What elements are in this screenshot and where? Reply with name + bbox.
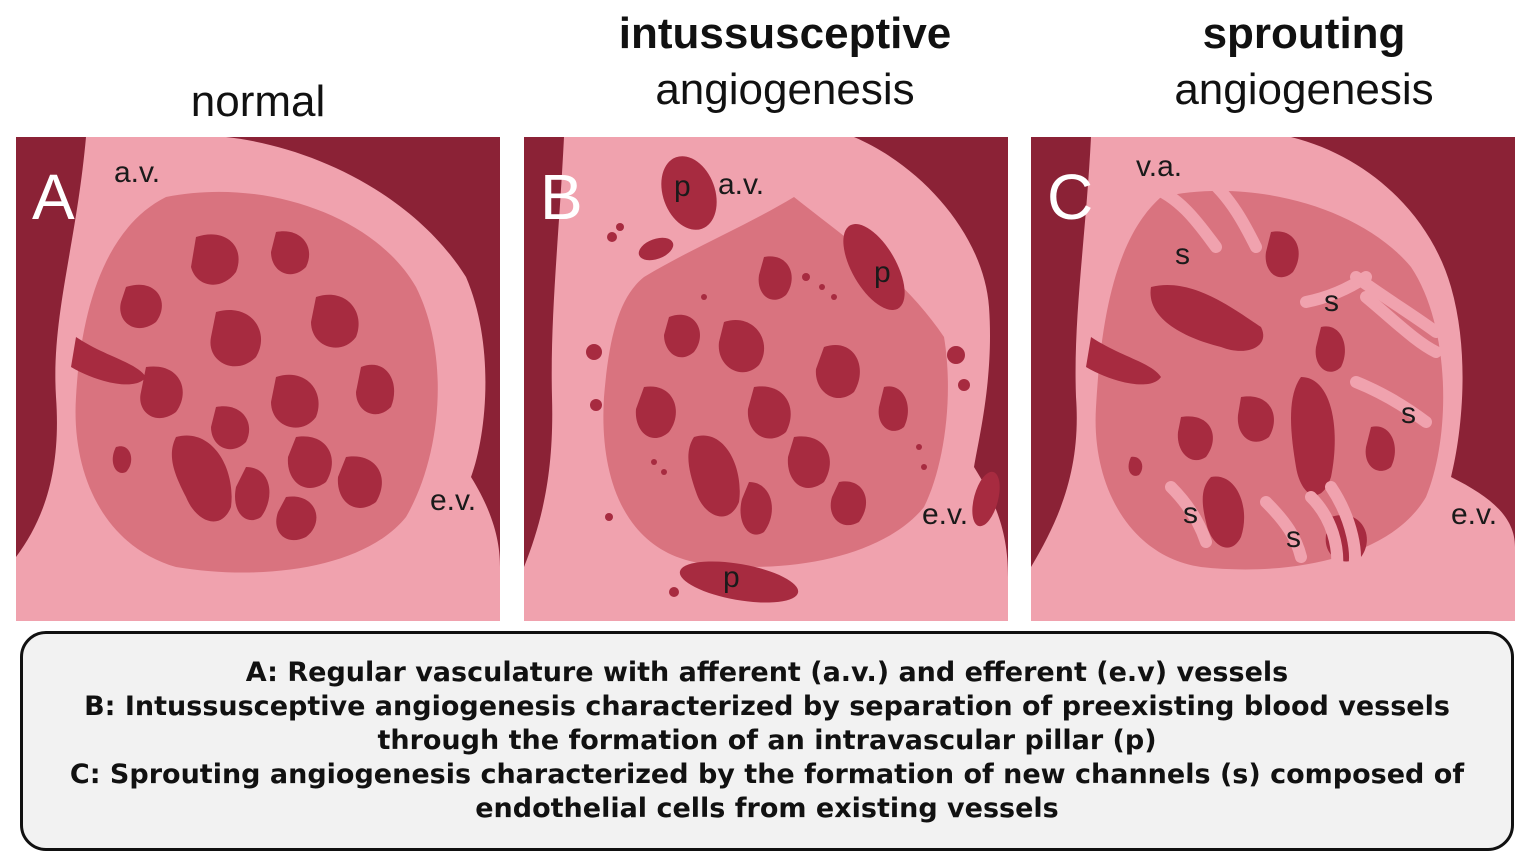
caption-line-c: C: Sprouting angiogenesis characterized …	[70, 758, 1464, 792]
label-sprout: s	[1324, 287, 1339, 317]
panel-sprouting: C v.a. e.v. s s s s s	[1031, 137, 1515, 621]
panel-normal: A a.v. e.v.	[16, 137, 500, 621]
heading-intussusceptive: intussusceptive angiogenesis	[535, 8, 1035, 120]
label-afferent-vessel: v.a.	[1136, 152, 1182, 182]
panel-letter-a: A	[32, 165, 75, 229]
caption-line-c-continued: endothelial cells from existing vessels	[475, 792, 1059, 826]
label-efferent-vessel: e.v.	[1451, 500, 1497, 530]
heading-intussusceptive-line1: intussusceptive	[535, 8, 1035, 60]
heading-normal-text: normal	[8, 72, 508, 132]
label-sprout: s	[1183, 499, 1198, 529]
heading-sprouting-line1: sprouting	[1054, 8, 1536, 60]
heading-sprouting-line2: angiogenesis	[1054, 60, 1536, 120]
normal-vasculature-illustration	[16, 137, 500, 621]
label-efferent-vessel: e.v.	[922, 500, 968, 530]
label-sprout: s	[1401, 399, 1416, 429]
caption-box: A: Regular vasculature with afferent (a.…	[20, 631, 1514, 851]
intussusceptive-illustration	[524, 137, 1008, 621]
label-afferent-vessel: a.v.	[718, 170, 764, 200]
label-pillar-top: p	[674, 172, 691, 202]
panel-intussusceptive: B a.v. e.v. p p p	[524, 137, 1008, 621]
label-pillar-right: p	[874, 258, 891, 288]
caption-line-b: B: Intussusceptive angiogenesis characte…	[84, 690, 1450, 724]
heading-sprouting: sprouting angiogenesis	[1054, 8, 1536, 120]
label-sprout: s	[1286, 523, 1301, 553]
sprouting-illustration	[1031, 137, 1515, 621]
heading-intussusceptive-line2: angiogenesis	[535, 60, 1035, 120]
caption-line-a: A: Regular vasculature with afferent (a.…	[246, 656, 1288, 690]
heading-normal: normal	[8, 72, 508, 132]
panel-letter-c: C	[1047, 165, 1093, 229]
panel-letter-b: B	[540, 165, 583, 229]
label-pillar-bottom: p	[723, 563, 740, 593]
label-afferent-vessel: a.v.	[114, 158, 160, 188]
label-efferent-vessel: e.v.	[430, 486, 476, 516]
caption-line-b-continued: through the formation of an intravascula…	[377, 724, 1156, 758]
label-sprout: s	[1175, 240, 1190, 270]
